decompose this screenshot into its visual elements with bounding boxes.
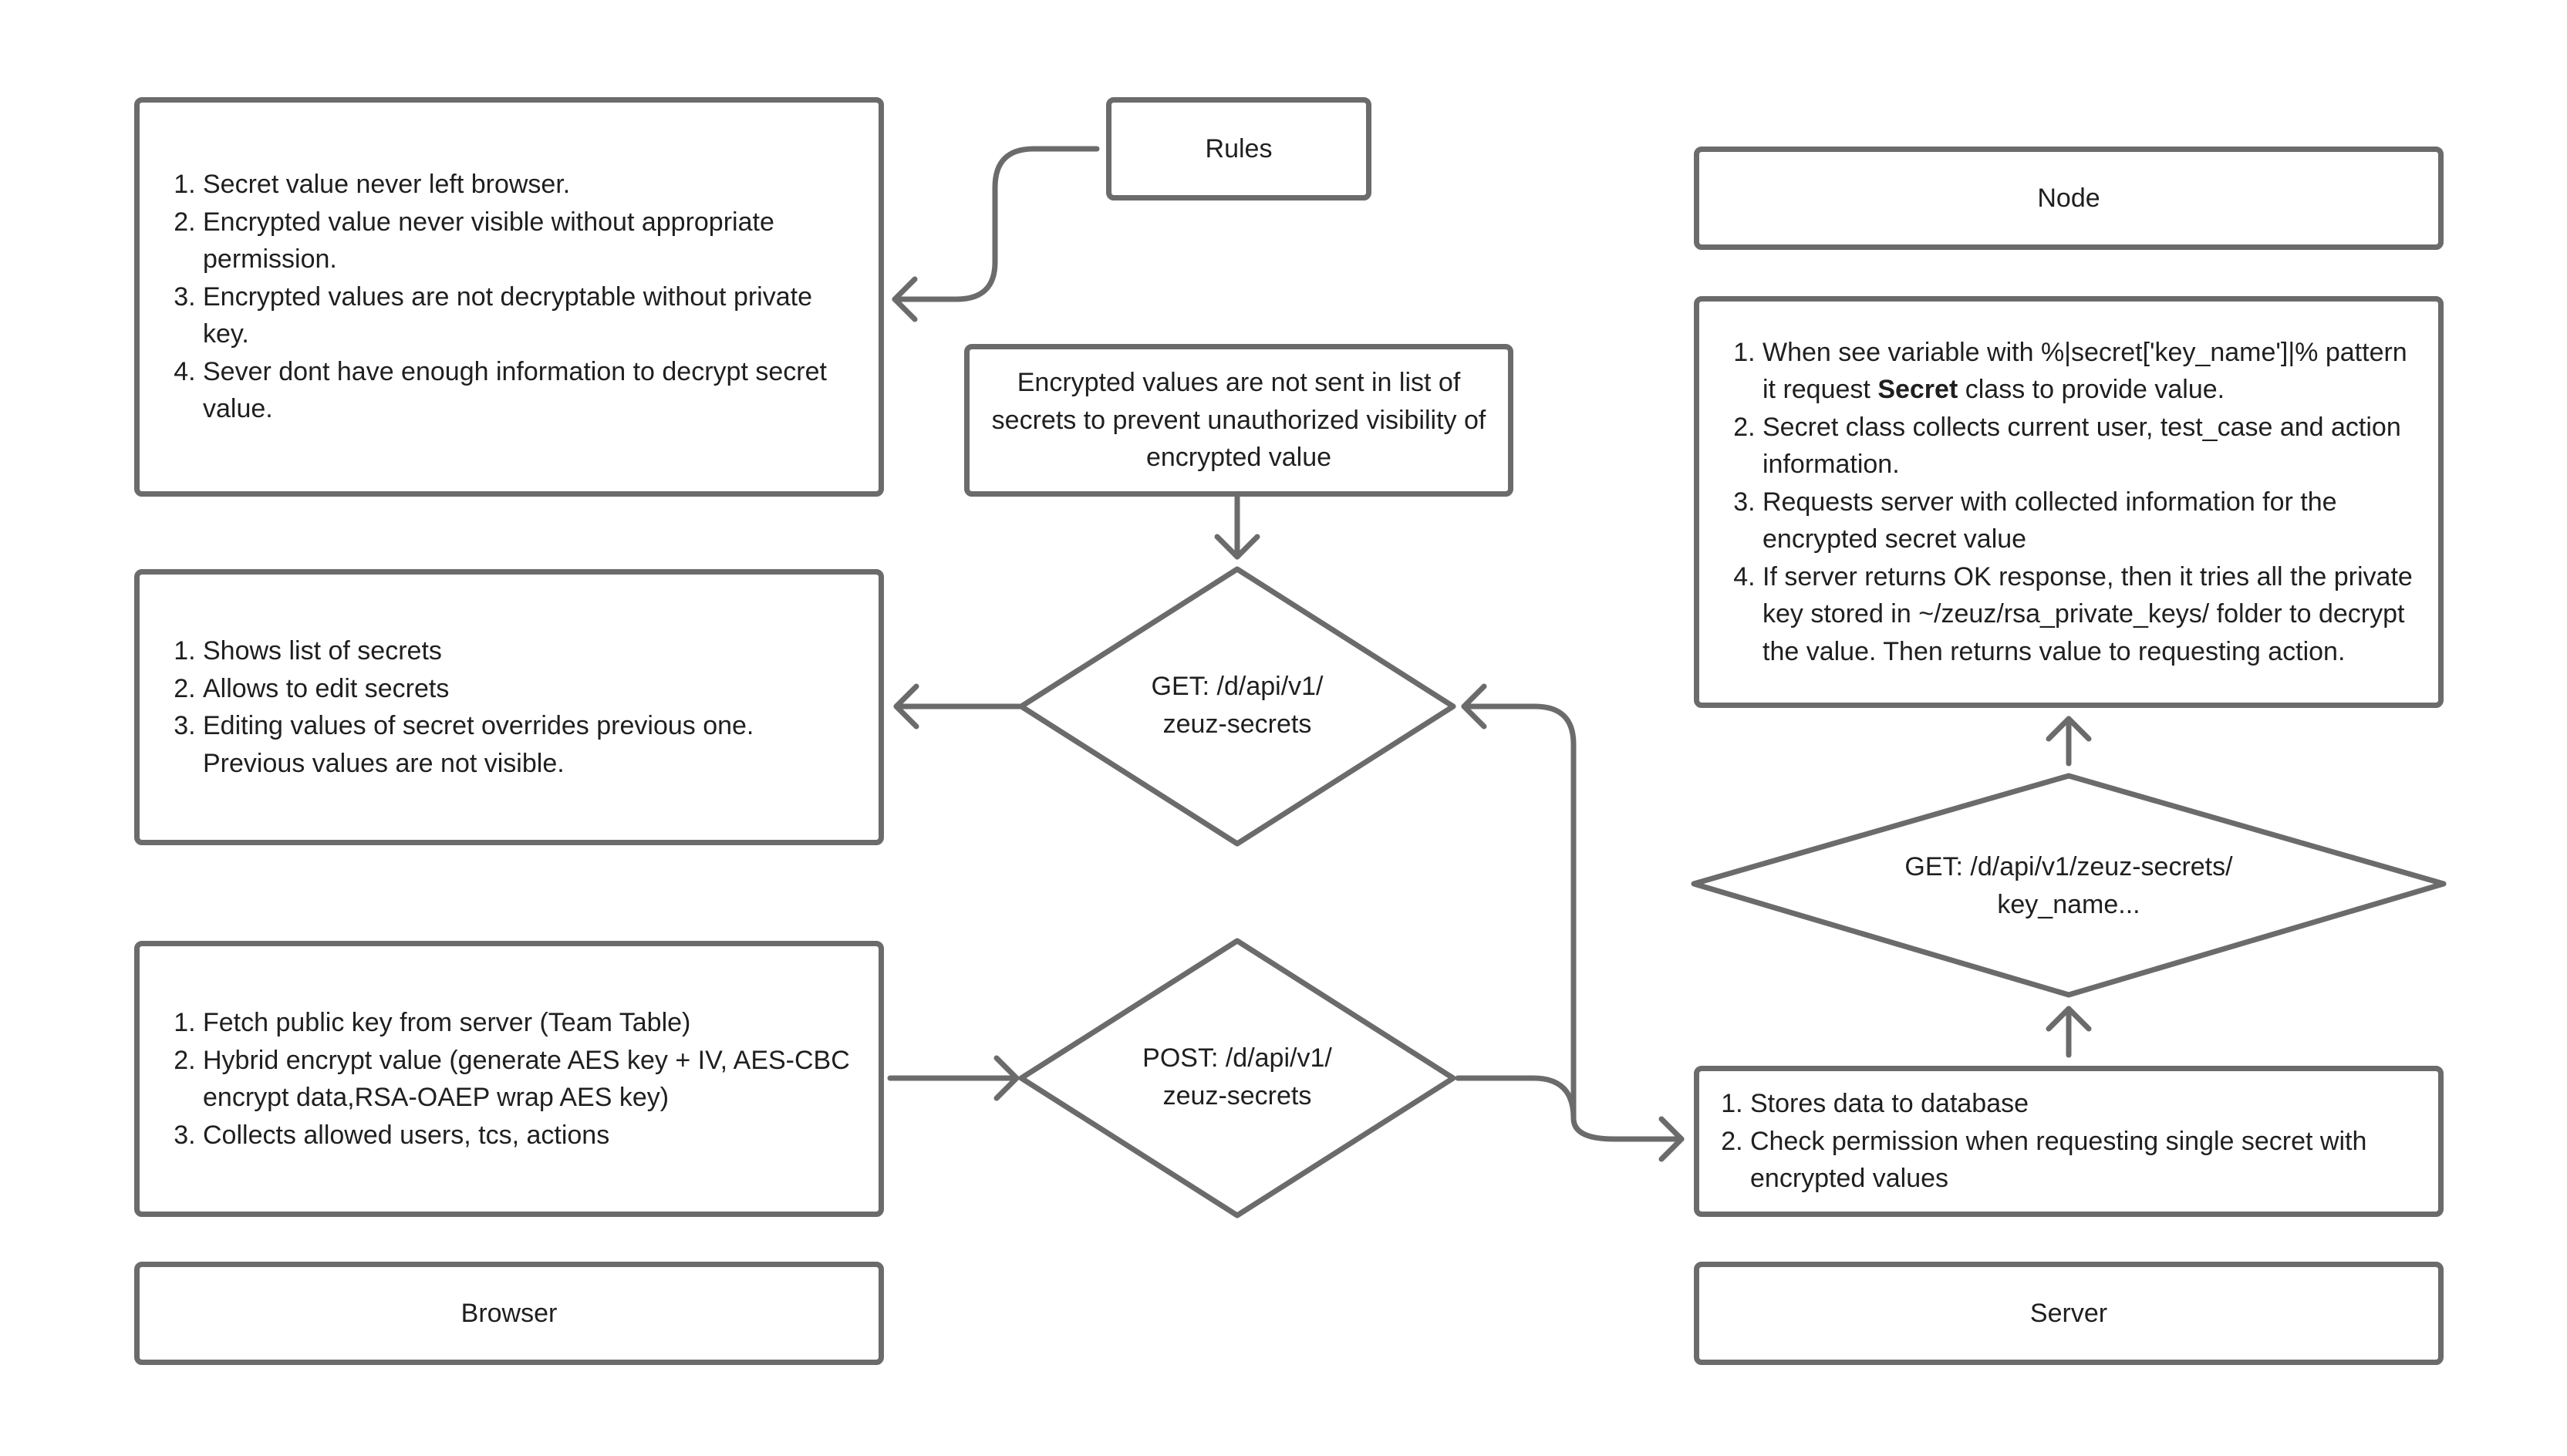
note-to-get-arrowhead [1214,534,1260,560]
node-step: Requests server with collected informati… [1762,484,2415,558]
list-view-item: Allows to edit secrets [203,670,855,708]
rules-label: Rules [1205,133,1273,163]
get-single-endpoint: GET: /d/api/v1/zeuz-secrets/ key_name... [1904,852,2233,919]
server-to-get-line [1461,703,1577,1121]
server-step: Stores data to database [1750,1085,2415,1123]
rule-item: Sever dont have enough information to de… [203,353,855,428]
server-steps-box: Stores data to database Check permission… [1694,1066,2444,1217]
rules-label-box: Rules [1106,97,1371,201]
node-step1-prefix: When see variable with %|secret['key_nam… [1762,337,2407,405]
server-label: Server [2029,1298,2108,1328]
server-to-getsingle-arrowhead [2046,1006,2092,1032]
node-step: Secret class collects current user, test… [1762,409,2415,484]
node-label-box: Node [1694,147,2444,250]
encrypt-step: Hybrid encrypt value (generate AES key +… [203,1042,855,1117]
encrypt-step: Collects allowed users, tcs, actions [203,1117,855,1154]
list-view-item: Editing values of secret overrides previ… [203,707,855,782]
rules-list: Secret value never left browser. Encrypt… [170,166,855,428]
get-list-endpoint: GET: /d/api/v1/ zeuz-secrets [1151,672,1324,739]
get-to-list-arrowhead [893,683,919,730]
rule-item: Encrypted values are not decryptable wit… [203,278,855,353]
browser-label-box: Browser [134,1262,884,1365]
encrypt-step: Fetch public key from server (Team Table… [203,1004,855,1042]
getsingle-to-node-arrowhead [2046,716,2092,742]
browser-label: Browser [460,1298,558,1328]
node-steps: When see variable with %|secret['key_nam… [1730,334,2415,671]
list-view-box: Shows list of secrets Allows to edit sec… [134,569,884,845]
post-to-server-arrowhead [1658,1116,1685,1162]
server-step: Check permission when requesting single … [1750,1123,2415,1198]
server-label-box: Server [1694,1262,2444,1365]
rules-connector-line [892,146,1100,302]
post-to-server-line [1455,1075,1685,1142]
list-view-item: Shows list of secrets [203,632,855,670]
rule-item: Secret value never left browser. [203,166,855,204]
rules-connector-arrowhead [892,276,918,322]
post-endpoint: POST: /d/api/v1/ zeuz-secrets [1142,1043,1332,1111]
node-label: Node [2037,183,2100,213]
note-text: Encrypted values are not sent in list of… [991,368,1486,473]
server-to-get-arrowhead [1461,683,1487,730]
server-steps: Stores data to database Check permission… [1718,1085,2415,1198]
rules-list-box: Secret value never left browser. Encrypt… [134,97,884,497]
rule-item: Encrypted value never visible without ap… [203,204,855,278]
node-steps-box: When see variable with %|secret['key_nam… [1694,296,2444,708]
encrypt-steps: Fetch public key from server (Team Table… [170,1004,855,1154]
node-step1-bold: Secret [1877,375,1958,405]
encrypt-steps-box: Fetch public key from server (Team Table… [134,941,884,1217]
list-view-steps: Shows list of secrets Allows to edit sec… [170,632,855,782]
note-box: Encrypted values are not sent in list of… [964,344,1513,497]
node-step: When see variable with %|secret['key_nam… [1762,334,2415,409]
node-step1-suffix: class to provide value. [1958,375,2225,405]
node-step: If server returns OK response, then it t… [1762,558,2415,671]
encrypt-to-post-arrowhead [993,1055,1020,1101]
